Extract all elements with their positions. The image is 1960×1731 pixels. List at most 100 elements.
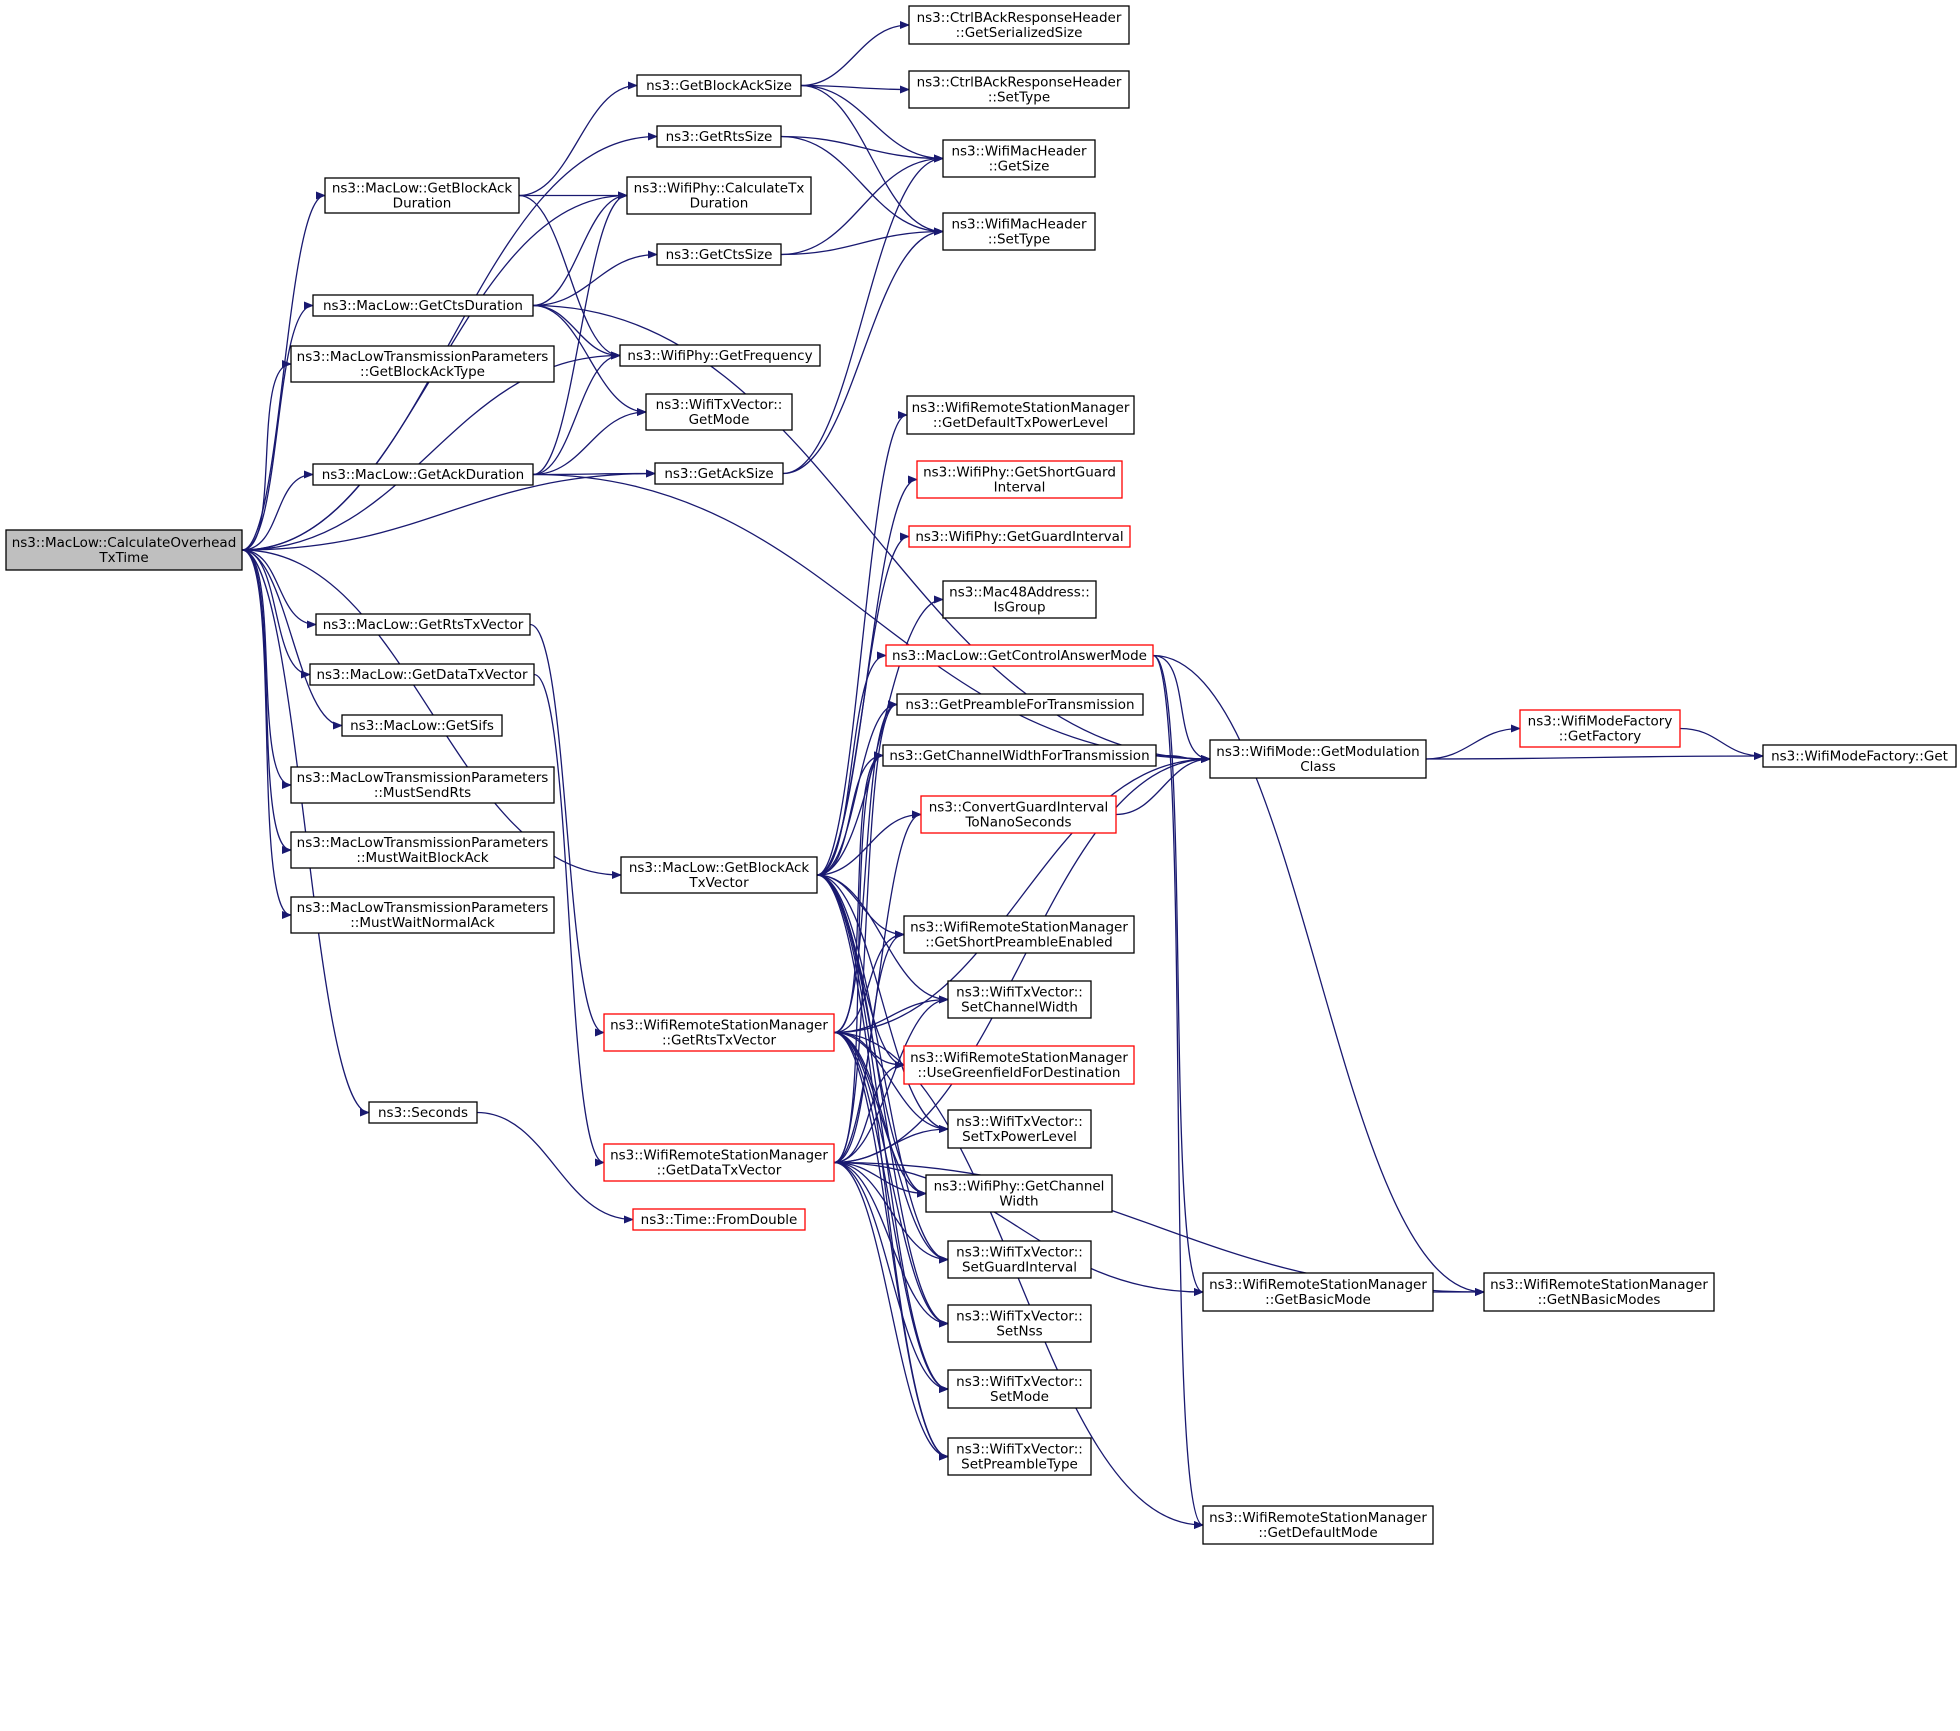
graph-node-getchannelwidth[interactable]: ns3::WifiPhy::GetChannelWidth	[925, 1174, 1113, 1213]
call-edge-root-to-n_getackduration	[241, 470, 314, 551]
graph-node-mustsendrts[interactable]: ns3::MacLowTransmissionParameters::MustS…	[290, 766, 555, 804]
node-box	[1202, 1505, 1434, 1545]
graph-node-isgroup[interactable]: ns3::Mac48Address::IsGroup	[942, 580, 1097, 619]
call-edge-n_rsm_getdatatxvector-to-n_setnss	[833, 1161, 949, 1328]
graph-node-getcontrolanswermode[interactable]: ns3::MacLow::GetControlAnswerMode	[885, 644, 1154, 667]
graph-node-getctsduration[interactable]: ns3::MacLow::GetCtsDuration	[312, 294, 534, 317]
node-label: ::MustSendRts	[374, 785, 471, 801]
call-edge-n_rsm_getdatatxvector-to-n_getbasicmode	[833, 1161, 1204, 1296]
graph-node-rsm-getrtstxvector[interactable]: ns3::WifiRemoteStationManager::GetRtsTxV…	[603, 1013, 835, 1052]
graph-node-getdefaulttxpowerlevel[interactable]: ns3::WifiRemoteStationManager::GetDefaul…	[906, 395, 1135, 435]
call-edge-n_getackduration-to-n_getmodulationclass	[532, 473, 1211, 763]
node-label: SetGuardInterval	[962, 1260, 1077, 1276]
node-label: ::GetFactory	[1559, 729, 1641, 745]
graph-node-getfrequency[interactable]: ns3::WifiPhy::GetFrequency	[619, 344, 821, 367]
call-edge-n_getblockacktxvector-to-n_setmode	[816, 874, 949, 1393]
call-edge-n_rsm_getdatatxvector-to-n_setpreambletype	[833, 1161, 949, 1461]
graph-node-macheader-settype[interactable]: ns3::WifiMacHeader::SetType	[942, 212, 1096, 251]
graph-node-getnbasicmodes[interactable]: ns3::WifiRemoteStationManager::GetNBasic…	[1483, 1272, 1715, 1312]
node-label: Interval	[994, 480, 1046, 496]
graph-node-setnss[interactable]: ns3::WifiTxVector::SetNss	[947, 1304, 1092, 1343]
graph-node-rsm-getdatatxvector[interactable]: ns3::WifiRemoteStationManager::GetDataTx…	[603, 1143, 835, 1182]
graph-node-seconds[interactable]: ns3::Seconds	[368, 1101, 478, 1124]
graph-node-getackduration[interactable]: ns3::MacLow::GetAckDuration	[312, 463, 534, 486]
call-edge-n_rsm_getdatatxvector-to-n_setmode	[833, 1161, 949, 1393]
graph-node-getctssize[interactable]: ns3::GetCtsSize	[656, 243, 782, 266]
graph-node-modefactory-get[interactable]: ns3::WifiModeFactory::Get	[1762, 744, 1957, 768]
graph-node-getbasicmode[interactable]: ns3::WifiRemoteStationManager::GetBasicM…	[1202, 1272, 1434, 1312]
node-box	[290, 896, 555, 934]
call-edge-n_getblockacktxvector-to-n_setnss	[816, 874, 949, 1328]
node-box	[947, 1437, 1092, 1476]
node-label: ::GetDefaultMode	[1258, 1525, 1377, 1541]
call-edge-n_rsm_getrtstxvector-to-n_getmodulationclass	[833, 755, 1211, 1034]
call-edge-n_getrtssize-to-n_macheader_settype	[780, 135, 944, 236]
node-label: ns3::MacLow::GetCtsDuration	[323, 298, 523, 314]
graph-node-mustwaitnormalack[interactable]: ns3::MacLowTransmissionParameters::MustW…	[290, 896, 555, 934]
node-label: ns3::MacLowTransmissionParameters	[297, 900, 549, 916]
node-box	[368, 1101, 478, 1124]
graph-node-getguardinterval[interactable]: ns3::WifiPhy::GetGuardInterval	[908, 525, 1131, 548]
node-label: ns3::WifiRemoteStationManager	[910, 920, 1128, 936]
call-edge-n_getblockackduration-to-n_getfrequency	[518, 194, 621, 360]
call-edge-n_rsm_getrtstxvector-to-n_setnss	[833, 1031, 949, 1328]
graph-node-getchannelwidthfortransmission[interactable]: ns3::GetChannelWidthForTransmission	[882, 744, 1157, 767]
node-label: ::GetBlockAckType	[360, 364, 485, 380]
graph-node-setmode[interactable]: ns3::WifiTxVector::SetMode	[947, 1369, 1092, 1409]
graph-node-mustwaitblockack[interactable]: ns3::MacLowTransmissionParameters::MustW…	[290, 831, 555, 869]
graph-node-getblockacktype[interactable]: ns3::MacLowTransmissionParameters::GetBl…	[290, 345, 555, 383]
graph-node-fromdouble[interactable]: ns3::Time::FromDouble	[632, 1208, 806, 1231]
node-box	[645, 393, 793, 431]
node-box	[908, 525, 1131, 548]
graph-node-getdefaultmode[interactable]: ns3::WifiRemoteStationManager::GetDefaul…	[1202, 1505, 1434, 1545]
call-edge-root-to-n_getfrequency	[241, 351, 621, 551]
node-box	[1519, 709, 1681, 748]
call-edge-n_getacksize-to-n_macheader_getsize	[782, 154, 944, 475]
node-label: ::GetDefaultTxPowerLevel	[933, 415, 1108, 431]
graph-node-getmode-txv[interactable]: ns3::WifiTxVector::GetMode	[645, 393, 793, 431]
graph-node-getfactory[interactable]: ns3::WifiModeFactory::GetFactory	[1519, 709, 1681, 748]
graph-node-getpreamblefortransmission[interactable]: ns3::GetPreambleForTransmission	[896, 693, 1144, 716]
node-box	[906, 395, 1135, 435]
node-box	[654, 462, 784, 485]
graph-node-setguardinterval[interactable]: ns3::WifiTxVector::SetGuardInterval	[947, 1240, 1092, 1279]
graph-node-getsifs[interactable]: ns3::MacLow::GetSifs	[341, 714, 503, 737]
graph-node-ctrlback-settype[interactable]: ns3::CtrlBAckResponseHeader::SetType	[908, 70, 1130, 109]
graph-node-settxpowerlevel[interactable]: ns3::WifiTxVector::SetTxPowerLevel	[947, 1109, 1092, 1149]
node-label: ns3::MacLow::GetDataTxVector	[316, 667, 528, 683]
node-label: ns3::CtrlBAckResponseHeader	[917, 10, 1122, 26]
call-edge-n_getblockacksize-to-n_macheader_settype	[800, 84, 944, 236]
graph-node-getshortpreambleenabled[interactable]: ns3::WifiRemoteStationManager::GetShortP…	[903, 915, 1135, 954]
graph-node-setpreambletype[interactable]: ns3::WifiTxVector::SetPreambleType	[947, 1437, 1092, 1476]
graph-node-getdatatxvector[interactable]: ns3::MacLow::GetDataTxVector	[309, 663, 535, 686]
node-label: Width	[999, 1194, 1038, 1210]
graph-node-macheader-getsize[interactable]: ns3::WifiMacHeader::GetSize	[942, 139, 1096, 178]
graph-node-ctrlback-getserializedsize[interactable]: ns3::CtrlBAckResponseHeader::GetSerializ…	[908, 5, 1130, 45]
graph-node-usegreenfield[interactable]: ns3::WifiRemoteStationManager::UseGreenf…	[903, 1045, 1135, 1085]
graph-node-getrtssize[interactable]: ns3::GetRtsSize	[656, 125, 782, 148]
call-edge-n_getctssize-to-n_macheader_getsize	[780, 154, 944, 256]
call-edge-n_rsm_getrtstxvector-to-n_getshortpreambleenabled	[833, 930, 905, 1034]
node-label: ns3::WifiRemoteStationManager	[610, 1148, 828, 1164]
graph-node-getblockacksize[interactable]: ns3::GetBlockAckSize	[636, 74, 802, 97]
node-box	[626, 176, 812, 215]
node-label: ns3::MacLow::GetAckDuration	[322, 467, 525, 483]
node-label: ns3::Seconds	[378, 1105, 468, 1121]
node-label: ns3::MacLow::GetBlockAck	[629, 860, 810, 876]
call-edge-n_getblockackduration-to-n_getblockacksize	[518, 81, 638, 197]
graph-node-getrtstxvector[interactable]: ns3::MacLow::GetRtsTxVector	[315, 613, 531, 636]
edges-layer	[241, 21, 1764, 1529]
node-box	[656, 243, 782, 266]
graph-node-setchannelwidth[interactable]: ns3::WifiTxVector::SetChannelWidth	[947, 980, 1092, 1019]
node-label: ns3::WifiMode::GetModulation	[1216, 744, 1419, 760]
graph-node-getacksize[interactable]: ns3::GetAckSize	[654, 462, 784, 485]
node-label: ::GetShortPreambleEnabled	[925, 935, 1112, 951]
